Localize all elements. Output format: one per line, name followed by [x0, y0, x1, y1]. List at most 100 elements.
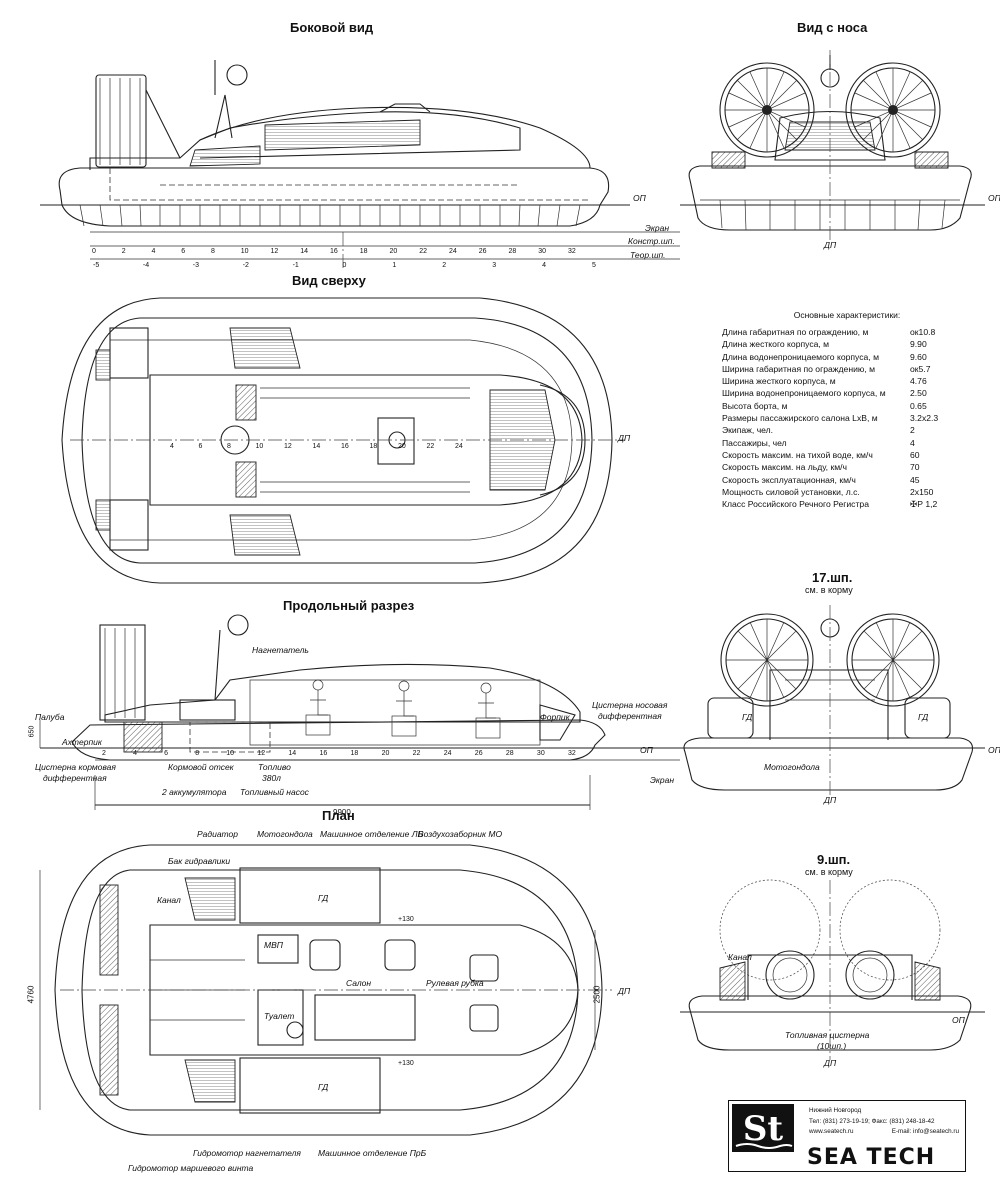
- plan-view: [39, 844, 612, 1136]
- stamp-phone: Тел: (831) 273-19-19; Факс: (831) 248-18…: [809, 1118, 935, 1125]
- skirt-fingers: [79, 204, 581, 227]
- plan-rulevaya: Рулевая рубка: [426, 978, 484, 988]
- tick-label: 2: [121, 248, 126, 255]
- title-stamp: St Нижний Новгород Тел: (831) 273-19-19;…: [728, 1100, 966, 1172]
- stamp-contacts: www.seatech.ru E-mail: info@seatech.ru: [809, 1128, 959, 1135]
- frame17-gd-left: ГД: [742, 712, 753, 722]
- tick-label: 18: [350, 750, 359, 757]
- tick-label: 22: [426, 443, 435, 450]
- tick-label: 16: [319, 750, 328, 757]
- tick-label: 30: [536, 750, 545, 757]
- specs-table: Основные характеристики: Длина габаритна…: [722, 310, 952, 510]
- spec-label: Высота борта, м: [722, 400, 788, 411]
- plan-gd-top: ГД: [318, 893, 329, 903]
- spec-label: Размеры пассажирского салона LxB, м: [722, 413, 878, 424]
- tick-label: 2: [102, 750, 106, 757]
- tick-label: 24: [455, 443, 463, 450]
- tick-label: 1: [392, 262, 397, 269]
- stamp-brand: SEA TECH: [807, 1145, 936, 1170]
- dim-2500: 2500: [592, 985, 602, 1004]
- tick-label: 16: [330, 248, 338, 255]
- specs-header: Основные характеристики:: [793, 310, 901, 320]
- spec-label: Ширина водонепроницаемого корпуса, м: [722, 388, 886, 399]
- dim-4760: 4760: [26, 985, 36, 1004]
- label-fornik: Форпик: [540, 712, 570, 722]
- spec-value: 3.2x2.3: [910, 413, 939, 424]
- spec-value: ок5.7: [910, 363, 931, 374]
- tick-label: 24: [443, 750, 452, 757]
- label-cist-nos2: дифферентная: [598, 711, 662, 721]
- tick-label: 26: [474, 750, 483, 757]
- stamp-web[interactable]: www.seatech.ru: [809, 1128, 854, 1135]
- frame17-motogondola: Мотогондола: [764, 762, 820, 772]
- front-op-label: ОП: [988, 193, 1000, 203]
- spec-row: Мощность силовой установки, л.с. 2x150: [722, 486, 952, 498]
- spec-label: Ширина габаритная по ограждению, м: [722, 363, 875, 374]
- plan-motogondola: Мотогондола: [257, 829, 313, 839]
- dim-9900: 9900: [333, 808, 351, 817]
- tick-label: -1: [292, 262, 299, 269]
- plan-p130-top: +130: [398, 916, 414, 923]
- plan-mash-prb: Машинное отделение ПрБ: [318, 1148, 427, 1158]
- tick-label: 2: [442, 262, 447, 269]
- plan-salon: Салон: [346, 978, 372, 988]
- spec-value: 70: [910, 462, 920, 473]
- tick-label: 24: [449, 248, 457, 255]
- tick-label: -3: [192, 262, 200, 269]
- tick-label: 32: [568, 248, 576, 255]
- spec-label: Скорость максим. на тихой воде, км/ч: [722, 449, 873, 460]
- section-ekran-label: Экран: [650, 775, 675, 785]
- tick-label: 32: [568, 750, 576, 757]
- frame9-topl-cist: Топливная цистерна: [785, 1030, 870, 1040]
- spec-label: Экипаж, чел.: [722, 425, 774, 436]
- spec-label: Мощность силовой установки, л.с.: [722, 486, 860, 497]
- title-front-view: Вид с носа: [797, 20, 868, 35]
- tick-label: 8: [227, 443, 231, 450]
- spec-value: 2x150: [910, 486, 934, 497]
- tick-label: 4: [170, 443, 174, 450]
- tick-label: 16: [341, 443, 349, 450]
- plan-gidro-marsh: Гидромотор маршевого винта: [128, 1163, 254, 1173]
- spec-label: Пассажиры, чел: [722, 437, 787, 448]
- tick-label: 10: [226, 750, 235, 757]
- konstr-label: Констр.шп.: [628, 236, 675, 246]
- plan-mash-lb: Машинное отделение ЛБ: [320, 829, 424, 839]
- title-side-view: Боковой вид: [290, 20, 374, 35]
- spec-label: Скорость эксплуатационная, км/ч: [722, 474, 856, 485]
- tick-label: 4: [151, 248, 156, 255]
- plan-bak: Бак гидравлики: [168, 856, 231, 866]
- frame17-op-label: ОП: [988, 745, 1000, 755]
- seatech-logo-icon: St: [732, 1104, 794, 1152]
- frame9-op-label: ОП: [952, 1015, 965, 1025]
- tick-label: 6: [198, 443, 203, 450]
- frame9-dp-label: ДП: [824, 1058, 837, 1068]
- plan-vozdukh: Воздухозаборник МО: [418, 829, 503, 839]
- label-palub: Палуба: [35, 712, 65, 722]
- spec-label: Класс Российского Речного Регистра: [722, 499, 869, 510]
- tick-label: 12: [270, 248, 279, 255]
- tick-label: 10: [255, 443, 264, 450]
- tick-label: 3: [492, 262, 497, 269]
- spec-value: ✠Р 1,2: [910, 499, 938, 510]
- label-korm-otsek: Кормовой отсек: [168, 762, 234, 772]
- plan-mvp: МВП: [264, 940, 283, 950]
- tick-label: -2: [242, 262, 249, 269]
- tick-label: 22: [419, 248, 428, 255]
- stamp-email[interactable]: E-mail: info@seatech.ru: [891, 1128, 959, 1135]
- spec-value: 4.76: [910, 376, 927, 387]
- side-view: [40, 60, 680, 270]
- tick-label: 4: [133, 750, 137, 757]
- label-akkum: 2 аккумулятора: [162, 787, 227, 797]
- tick-label: 12: [257, 750, 266, 757]
- frame17-note: см. в корму: [805, 585, 853, 595]
- tick-label: 12: [284, 443, 292, 450]
